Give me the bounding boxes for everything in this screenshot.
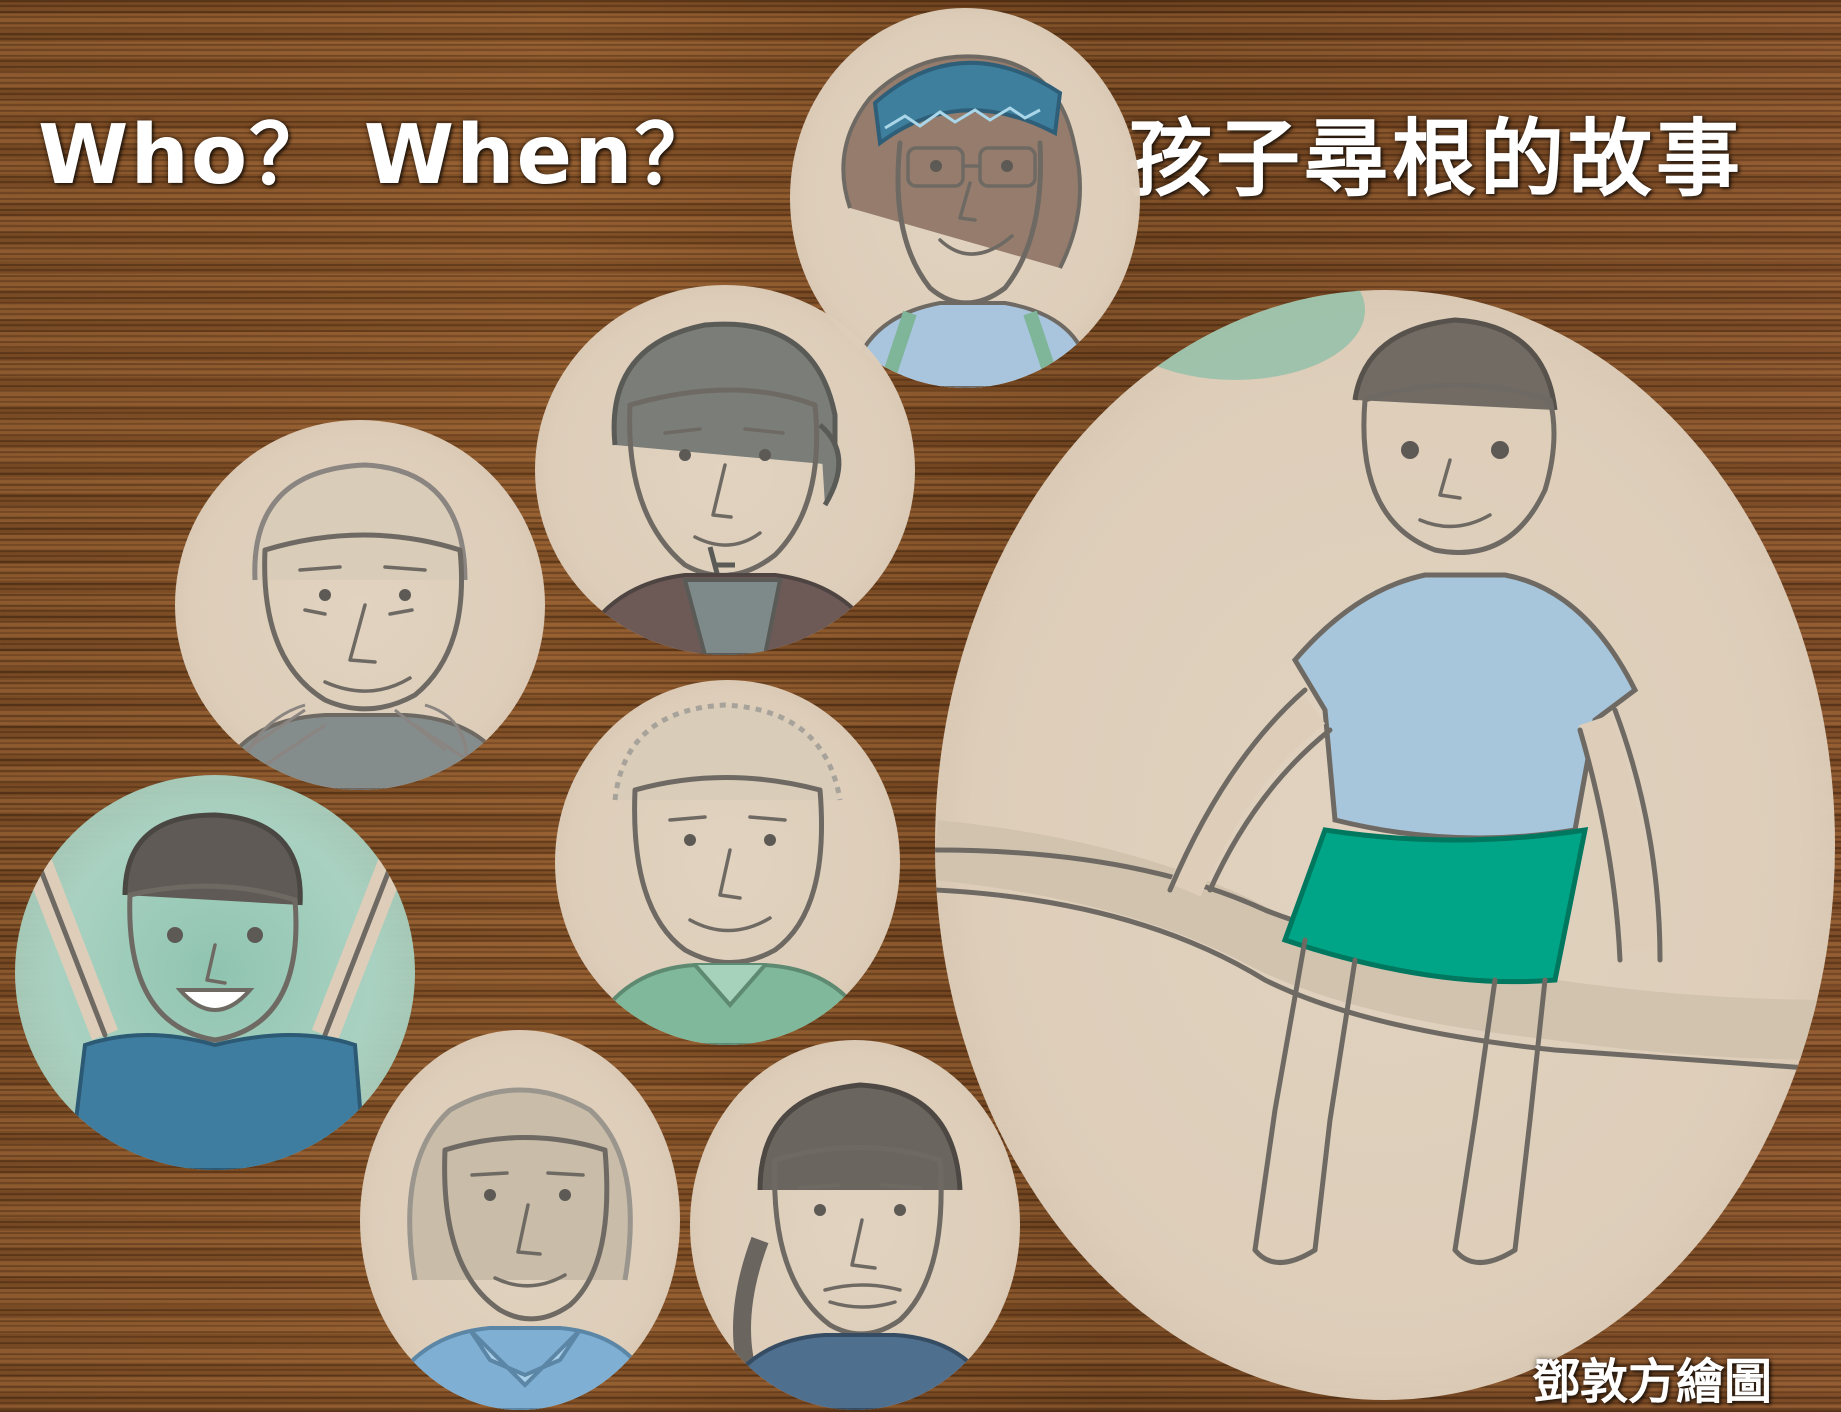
title-who-when: Who？ When？	[38, 108, 719, 203]
boy-arms-raised-icon	[21, 812, 409, 1170]
portrait-boy-on-branch	[935, 290, 1835, 1400]
portrait-elderly-woman-scarf	[360, 1030, 680, 1410]
portrait-man-ponytail	[690, 1040, 1020, 1410]
elderly-man-net-icon	[212, 462, 518, 790]
woman-headband-glasses-icon	[841, 54, 1093, 388]
elderly-woman-scarf-icon	[377, 1087, 663, 1410]
boy-on-branch-icon	[935, 290, 1835, 1265]
illustrator-credit: 鄧敦方繪圖	[1532, 1354, 1773, 1410]
portrait-bearded-man	[535, 285, 915, 655]
title-story: 孩子尋根的故事	[1128, 110, 1745, 208]
portrait-boy-arms-raised	[15, 775, 415, 1170]
bearded-man-icon	[572, 321, 888, 655]
elderly-man-curly-hair-icon	[582, 702, 878, 1045]
portrait-woman-headband	[790, 8, 1140, 388]
man-ponytail-icon	[712, 1082, 1003, 1410]
portrait-elderly-man-net	[175, 420, 545, 790]
portrait-elderly-man-curly	[555, 680, 900, 1045]
